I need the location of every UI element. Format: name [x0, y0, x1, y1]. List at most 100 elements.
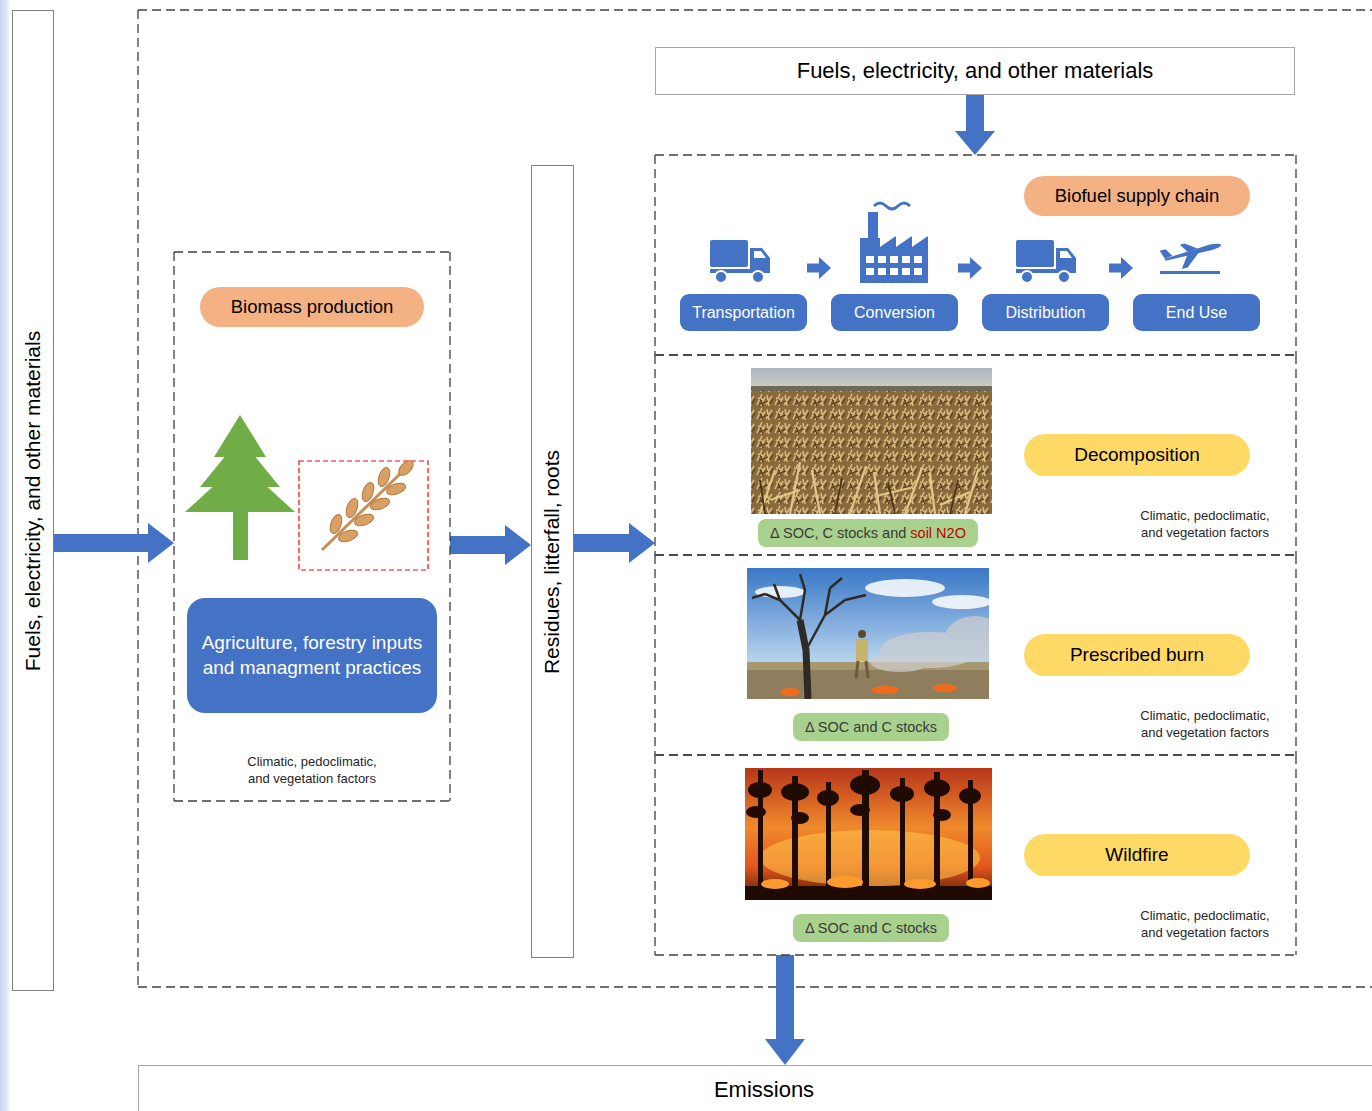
wildfire-photo [933, 809, 951, 821]
wildfire-photo [966, 878, 990, 888]
flow-band: Residues, litterfall, roots [531, 165, 574, 958]
process-step: Distribution [982, 235, 1109, 331]
factory-icon [866, 256, 922, 275]
plane-icon [1160, 271, 1220, 274]
fate-box: Prescribed burnClimatic, pedoclimatic, a… [655, 555, 1296, 755]
system-boundary [137, 10, 138, 987]
factory-icon [874, 203, 910, 209]
prescribed-burn-photo [780, 684, 957, 696]
arrow-head [148, 523, 174, 563]
prescribed-burn-photo [755, 579, 989, 609]
stage-title: Wildfire [1105, 844, 1168, 866]
factory-icon [914, 268, 922, 275]
impact-text: Δ SOC, C stocks and [770, 525, 906, 541]
residue-photo [751, 368, 992, 392]
person-figure [856, 639, 868, 661]
impact-text: soil N2O [910, 525, 966, 541]
step-pill: Conversion [831, 294, 958, 331]
wildfire-photo [904, 879, 936, 889]
grain-icon [337, 528, 359, 544]
plane-icon [1160, 235, 1225, 273]
note-slot: Climatic, pedoclimatic, and vegetation f… [1130, 907, 1280, 941]
stage-pill: Prescribed burn [1024, 634, 1250, 676]
stage-box: Biomass productionClimatic, pedoclimatic… [174, 252, 450, 801]
arrow-shaft [776, 955, 794, 1040]
factory-icon [860, 203, 928, 283]
dashed-outline [1295, 355, 1296, 555]
wildfire-photo [745, 770, 992, 900]
tree-icon [233, 505, 248, 560]
arrow-shaft [574, 534, 630, 552]
stage-title: Biofuel supply chain [1055, 185, 1220, 207]
system-boundary [138, 986, 1372, 987]
stage-pill: Biomass production [200, 287, 424, 327]
step-pill: End Use [1133, 294, 1260, 331]
prescribed-burn-photo [870, 616, 989, 672]
wildfire-photo [959, 788, 981, 804]
dashed-outline [654, 155, 655, 355]
stage-box: Biofuel supply chainTransportationConver… [655, 155, 1296, 355]
grain-icon [376, 466, 392, 488]
step-label: Distribution [1005, 304, 1085, 322]
dashed-outline [655, 954, 1296, 955]
grain-icon [396, 458, 416, 478]
stage-title: Biomass production [231, 296, 393, 318]
prescribed-burn-photo [945, 616, 989, 660]
note-slot: Climatic, pedoclimatic, and vegetation f… [237, 753, 387, 787]
wildfire-photo [817, 790, 839, 806]
wildfire-photo [745, 768, 992, 900]
prescribed-burn-photo [747, 568, 989, 699]
wildfire-photo [850, 804, 870, 816]
wildfire-photo [890, 786, 914, 802]
note-slot: Climatic, pedoclimatic, and vegetation f… [1130, 507, 1280, 541]
arrow-head [765, 1039, 805, 1065]
system-boundary [138, 9, 1372, 10]
wildfire-photo [827, 876, 863, 888]
wildfire-photo [781, 783, 809, 801]
practice-box: Agriculture, forestry inputs and managme… [187, 598, 437, 713]
arrow-head [1121, 257, 1133, 279]
residue-photo [751, 391, 992, 514]
factory-icon [902, 268, 910, 275]
tree-icon [185, 415, 295, 560]
impact-text: Δ SOC and C stocks [805, 920, 937, 936]
flow-arrow [574, 523, 655, 563]
fate-box: WildfireClimatic, pedoclimatic, and vege… [655, 755, 1296, 955]
dashed-outline [654, 555, 655, 755]
wildfire-photo [748, 782, 772, 798]
factory-icon [878, 268, 886, 275]
grain-icon [369, 496, 391, 512]
plane-icon [1178, 250, 1203, 269]
arrow-shaft [807, 264, 820, 273]
factory-icon [890, 256, 898, 263]
dashed-outline [655, 554, 1296, 555]
grain-icon [299, 461, 428, 570]
wildfire-photo [745, 768, 992, 900]
dashed-outline [174, 800, 450, 801]
arrow-head [970, 257, 982, 279]
flow-arrow [1109, 257, 1133, 279]
fate-box: DecompositionClimatic, pedoclimatic, and… [655, 355, 1296, 555]
dashed-outline [655, 354, 1296, 355]
prescribed-burn-photo [865, 579, 945, 597]
arrow-shaft [450, 536, 506, 554]
factory-icon [902, 256, 910, 263]
dashed-outline [1295, 755, 1296, 955]
grain-icon [328, 458, 416, 544]
factor-note: Climatic, pedoclimatic, and vegetation f… [247, 754, 376, 786]
prescribed-burn-photo [755, 586, 805, 598]
prescribed-burn-photo [871, 686, 899, 694]
process-step: Conversion [831, 235, 958, 331]
prescribed-burn-photo [780, 688, 800, 696]
band-label: Fuels, electricity, and other materials [21, 330, 45, 670]
dashed-outline [654, 355, 655, 555]
grain-icon [344, 497, 360, 519]
prescribed-burn-photo [747, 662, 989, 699]
prescribed-burn-photo [800, 620, 808, 699]
prescribed-burn-photo [752, 574, 866, 650]
stage-title: Decomposition [1074, 444, 1200, 466]
input-box: Fuels, electricity, and other materials [655, 47, 1295, 95]
box-label: Emissions [714, 1077, 814, 1103]
input-band: Fuels, electricity, and other materials [12, 10, 54, 991]
dashed-outline [449, 252, 450, 801]
